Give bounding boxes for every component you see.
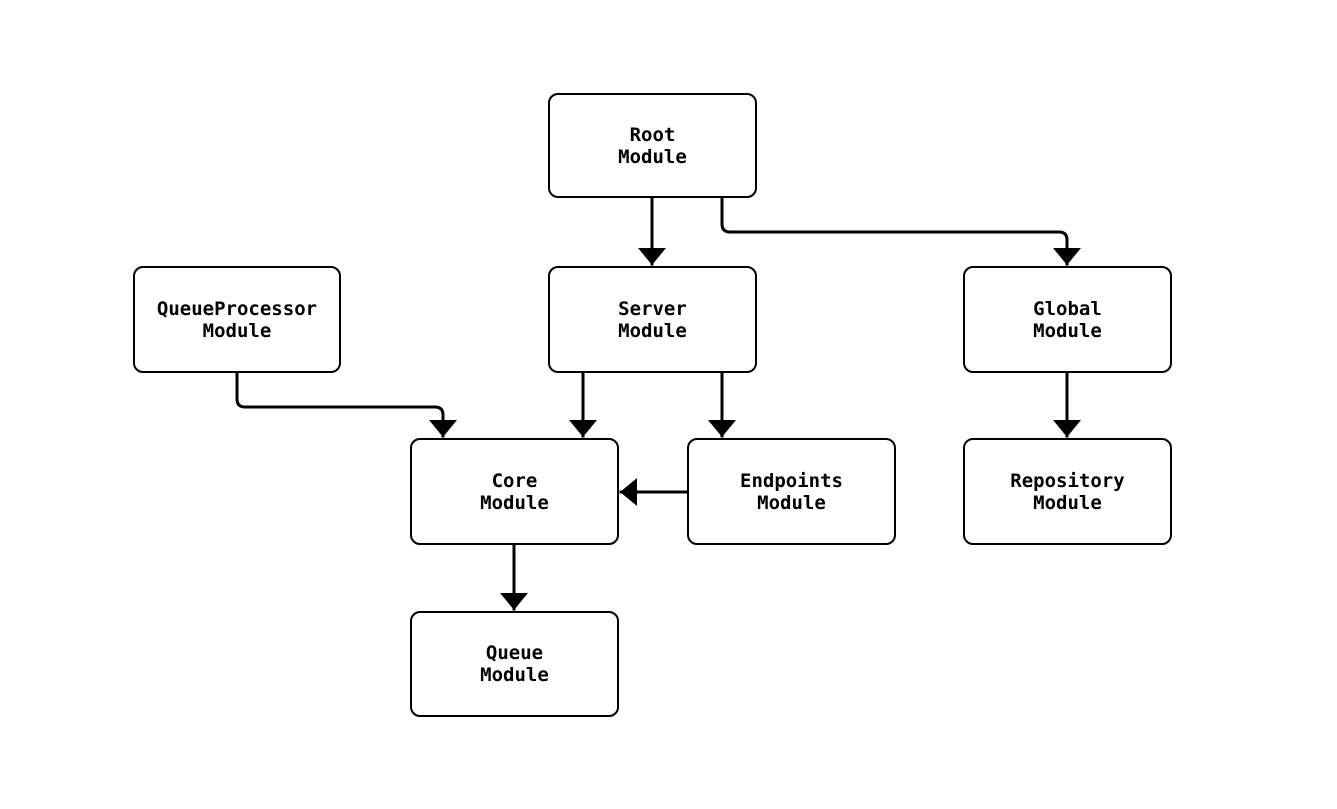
edge-group [235, 196, 1081, 611]
node-queueprocessor: QueueProcessor Module [133, 266, 341, 373]
node-global: Global Module [963, 266, 1172, 373]
node-core: Core Module [410, 438, 619, 545]
node-queue: Queue Module [410, 611, 619, 717]
edge-root-global [720, 196, 1081, 266]
node-server: Server Module [548, 266, 757, 373]
node-endpoints: Endpoints Module [687, 438, 896, 545]
node-root: Root Module [548, 93, 757, 198]
node-repository: Repository Module [963, 438, 1172, 545]
edge-queueprocessor-core [235, 371, 457, 438]
